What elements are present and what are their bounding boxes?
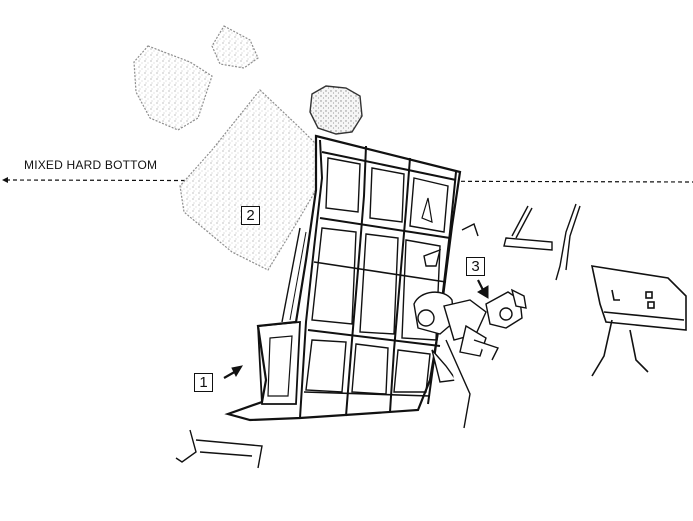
callout-2: 2 [241,206,260,225]
callout-3: 3 [466,257,485,276]
debris-right [423,203,581,281]
hull-frame [224,134,462,422]
zone-label: MIXED HARD BOTTOM [24,158,158,172]
debris-lower-left [175,429,263,469]
machinery-cluster [413,288,527,429]
sediment-mound [179,89,331,271]
boulder [309,85,363,135]
boundary-arrow-left [2,177,8,183]
rock-patch-1 [133,45,213,131]
callout-arrows [223,279,489,379]
callout-1: 1 [194,373,213,392]
structure-far-right [590,265,687,377]
rock-patch-2 [211,25,259,69]
